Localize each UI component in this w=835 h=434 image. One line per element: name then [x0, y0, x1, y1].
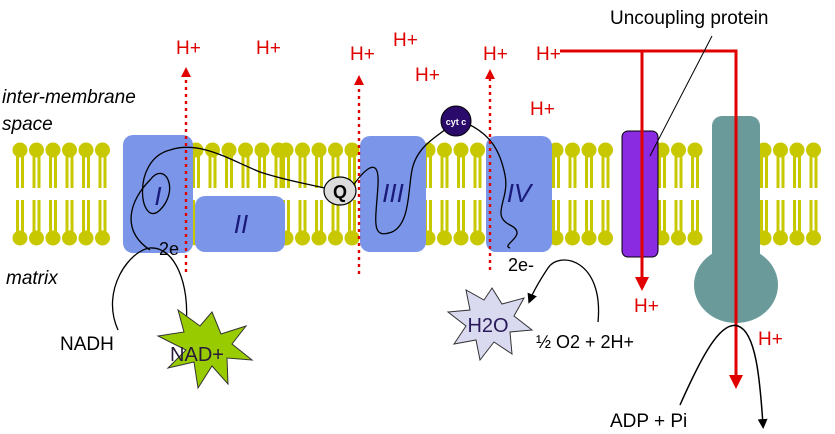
q-label: Q [333, 182, 347, 202]
lipid-head [29, 230, 44, 246]
atp-synthase-proton-flow [642, 49, 743, 389]
lipid-head [581, 142, 597, 158]
lipid-head [773, 142, 788, 158]
nad-plus-label: NAD+ [170, 344, 224, 366]
lipid-head [687, 230, 703, 246]
proton-matrix-left: H+ [634, 296, 659, 317]
proton-matrix-right: H+ [758, 329, 783, 350]
lipid-head [565, 230, 580, 246]
lipid-head [12, 230, 28, 246]
lipid-head [453, 142, 469, 158]
oxygen-arrow [527, 259, 600, 323]
lipid-head [598, 230, 613, 246]
ubiquinone-q [323, 176, 357, 206]
electron-path [130, 124, 518, 251]
complex-4-label: IV [507, 178, 534, 208]
proton-top-3: H+ [350, 44, 375, 65]
proton-top-7: H+ [536, 44, 561, 65]
lipid-head [470, 142, 485, 158]
lipid-head [437, 142, 452, 158]
lipid-head [671, 142, 686, 158]
lipid-head [598, 142, 613, 158]
lipid-head [78, 230, 94, 246]
matrix-label: matrix [6, 268, 59, 289]
nad-burst [156, 308, 254, 390]
proton-upper-right: H+ [530, 99, 555, 120]
lipid-head [671, 230, 686, 246]
lipid-head [806, 230, 821, 246]
lipid-head [756, 142, 772, 158]
lipid-head [29, 142, 44, 158]
lipid-head [548, 142, 564, 158]
lipid-head [295, 230, 310, 246]
uncoupling-callout-line [649, 35, 713, 157]
cytochrome-c [440, 105, 472, 137]
lipid-bilayer [12, 142, 821, 246]
complex-2-label: II [234, 209, 248, 239]
proton-top-5: H+ [415, 65, 440, 86]
lipid-head [221, 142, 237, 158]
lipid-head [581, 230, 597, 246]
uncoupling-protein-label: Uncoupling protein [610, 8, 768, 29]
complex-1-label: I [154, 181, 161, 211]
complex-2 [195, 196, 285, 252]
cyt-c-label: cyt c [446, 117, 467, 127]
lipid-head [344, 142, 360, 158]
lipid-head [565, 142, 580, 158]
lipid-head [328, 230, 343, 246]
nadh-arrow [111, 247, 192, 331]
lipid-head [254, 142, 270, 158]
lipid-head [238, 142, 253, 158]
oxygen-reaction-label: ½ O2 + 2H+ [536, 332, 634, 352]
proton-top-6: H+ [483, 44, 508, 65]
proton-top-1: H+ [176, 38, 201, 59]
lipid-head [311, 142, 327, 158]
proton-top-2: H+ [256, 38, 281, 59]
lipid-head [311, 230, 327, 246]
lipid-head [756, 230, 772, 246]
complex-3-label: III [382, 178, 404, 208]
two-e-left-label: 2e [159, 239, 179, 259]
lipid-head [789, 230, 805, 246]
lipid-head [45, 142, 61, 158]
atp-production-arrow [679, 324, 768, 429]
lipid-head [453, 230, 469, 246]
h2o-label: H2O [467, 315, 508, 337]
lipid-head [773, 230, 788, 246]
lipid-head [437, 230, 452, 246]
lipid-head [344, 230, 360, 246]
lipid-head [548, 230, 564, 246]
nadh-label: NADH [60, 334, 114, 355]
lipid-head [789, 142, 805, 158]
complex-1 [123, 135, 193, 253]
two-e-right-label: 2e- [508, 255, 534, 275]
h2o-burst [446, 287, 534, 362]
lipid-head [687, 142, 703, 158]
uncoupling-protein-channel [621, 130, 659, 258]
lipid-head [806, 142, 821, 158]
lipid-head [95, 142, 110, 158]
intermembrane-label-line1: inter-membrane [2, 87, 136, 108]
lipid-head [62, 142, 77, 158]
lipid-head [328, 142, 343, 158]
lipid-head [45, 230, 61, 246]
lipid-head [278, 142, 294, 158]
lipid-head [78, 142, 94, 158]
lipid-head [62, 230, 77, 246]
intermembrane-label-line2: space [2, 114, 53, 135]
proton-top-4: H+ [393, 30, 418, 51]
lipid-head [470, 230, 485, 246]
adp-pi-label: ADP + Pi [610, 411, 687, 432]
lipid-head [295, 142, 310, 158]
lipid-head [12, 142, 28, 158]
lipid-head [95, 230, 110, 246]
